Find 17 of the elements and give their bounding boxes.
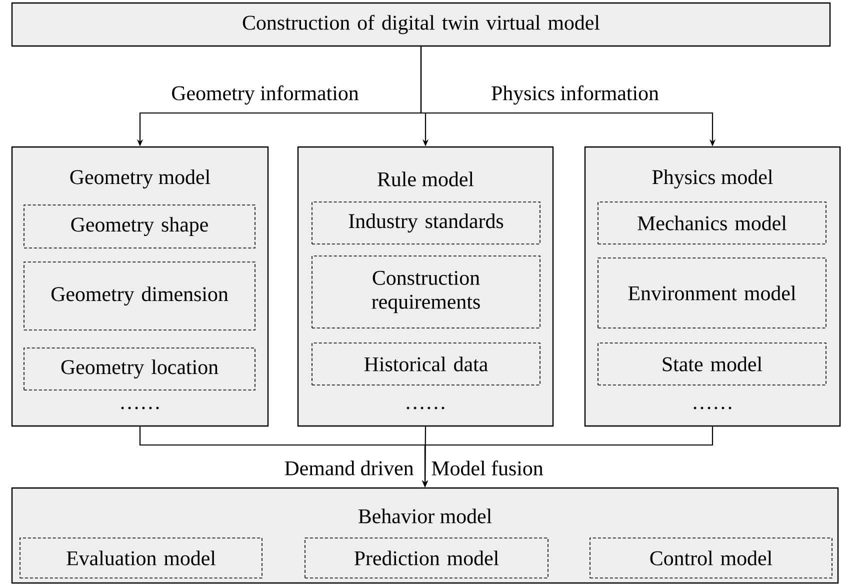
dashed-box: Geometry shape <box>24 204 256 248</box>
dashed-box: Evaluation model <box>20 538 262 578</box>
edge-label: Physics information <box>490 84 660 106</box>
edge-label: Model fusion <box>430 460 544 476</box>
dashed-box: Industry standards <box>312 202 540 244</box>
header-box: Construction of digital twin virtual model <box>11 2 831 47</box>
dashed-box: Control model <box>590 538 832 578</box>
dashed-box: Environment model <box>598 258 826 328</box>
dashed-box: Geometry location <box>24 348 256 390</box>
dashed-box: Historical data <box>312 342 540 386</box>
dashed-box: Mechanics model <box>598 202 826 244</box>
edge-label: Geometry information <box>170 84 360 106</box>
dashed-box: Geometry dimension <box>24 262 256 330</box>
dashed-box: State model <box>598 342 826 386</box>
dashed-box: Construction requirements <box>312 256 540 328</box>
edge-label: Demand driven <box>283 460 415 476</box>
dashed-box: Prediction model <box>304 538 548 578</box>
